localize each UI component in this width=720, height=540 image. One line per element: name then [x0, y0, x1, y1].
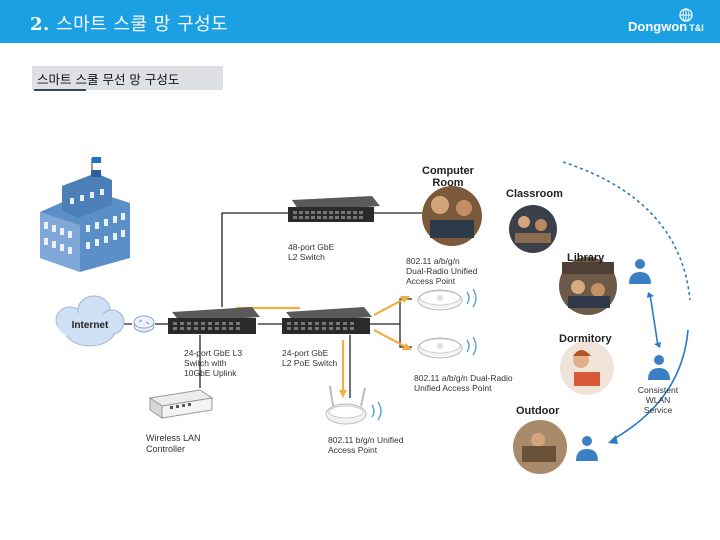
dormitory-photo: [560, 341, 614, 395]
wlan-link-arrowhead-top: [647, 292, 654, 298]
flow-arrow-line-poe-ap-mid: [373, 329, 409, 349]
switch-48port-icon: [288, 196, 380, 222]
wlan-ring-arc-top: [562, 161, 691, 301]
ap-bottom-label-line1: 802.11 b/g/n Unified: [328, 435, 404, 445]
ap-top-label-line2: Dual-Radio Unified: [406, 266, 478, 276]
switch-l3-label-line1: 24-port GbE L3: [184, 348, 242, 358]
switch-l3-label-line2: Switch with: [184, 358, 227, 368]
link-poe-to-ap-top: [370, 298, 412, 325]
switch-24port-poe-icon: [282, 307, 372, 334]
wlan-service-label-line3: Service: [644, 405, 673, 415]
outdoor-label: Outdoor: [516, 405, 560, 417]
switch-48port-label-line2: L2 Switch: [288, 252, 325, 262]
logo-sub: T&I: [689, 23, 704, 33]
flow-arrow-line-poe-ap-top: [373, 297, 407, 316]
wlan-ring-arc-bottom: [611, 329, 689, 441]
internet-cloud-icon: [55, 295, 125, 347]
wlc-label-line1: Wireless LAN: [146, 433, 201, 443]
user-icon-outdoor: [576, 436, 598, 461]
ap-mid-label-line1: 802.11 a/b/g/n Dual-Radio: [414, 373, 513, 383]
access-point-mid-icon: [417, 336, 477, 359]
wlan-service-label-line1: Consistent: [638, 385, 679, 395]
ap-top-label-line1: 802.11 a/b/g/n: [406, 256, 460, 266]
section-subtitle-box: [32, 66, 223, 90]
section-subtitle: 스마트 스쿨 무선 망 구성도: [37, 72, 180, 87]
switch-poe-label-line2: L2 PoE Switch: [282, 358, 338, 368]
internet-label: Internet: [72, 320, 109, 331]
ap-mid-label-line2: Unified Access Point: [414, 383, 492, 393]
logo-main: Dongwon: [628, 19, 688, 34]
user-icon-wlan: [648, 355, 670, 380]
wlan-link-library: [649, 293, 659, 347]
router-icon: [133, 315, 155, 333]
user-icons: [576, 259, 670, 461]
flow-arrow-head-mid: [402, 343, 412, 350]
globe-logo-icon: [679, 8, 693, 22]
wlan-service-label-line2: WLAN: [646, 395, 671, 405]
access-point-bottom-icon: [325, 385, 382, 425]
dormitory-label: Dormitory: [559, 333, 612, 345]
switch-48port-label-line1: 48-port GbE: [288, 242, 335, 252]
header-bar: [0, 0, 720, 43]
page-title-number: 2.: [30, 14, 50, 35]
flow-arrow-head-bottom: [339, 390, 347, 398]
page-title-text: 스마트 스쿨 망 구성도: [56, 14, 229, 35]
wlan-link-arrowhead-bottom: [654, 342, 661, 348]
user-icon-library: [629, 259, 651, 284]
switch-l3-label-line3: 10GbE Uplink: [184, 368, 237, 378]
outdoor-photo: [513, 420, 567, 474]
computer-room-photo: [422, 186, 482, 246]
access-point-top-icon: [417, 288, 477, 311]
network-links: [108, 212, 425, 398]
wlc-label-line2: Controller: [146, 444, 185, 454]
classroom-label: Classroom: [506, 188, 563, 200]
wlan-ring-arrowhead-bottom: [608, 435, 618, 444]
ap-top-label-line3: Access Point: [406, 276, 456, 286]
wlan-controller-icon: [148, 389, 214, 419]
page-title: 2. 스마트 스쿨 망 구성도: [30, 10, 228, 36]
flow-arrow-head-top: [400, 296, 410, 303]
classroom-photo: [509, 205, 557, 253]
computer-room-label-line1: Computer: [422, 165, 475, 177]
subtitle-underline: [34, 89, 86, 91]
library-label: Library: [567, 252, 605, 264]
computer-room-label-line2: Room: [432, 177, 463, 189]
library-photo: [559, 257, 617, 315]
ap-bottom-label-line2: Access Point: [328, 445, 378, 455]
switch-poe-label-line1: 24-port GbE: [282, 348, 329, 358]
link-l3-to-48port: [221, 212, 288, 307]
school-building-icon: [40, 157, 130, 272]
switch-24port-l3-icon: [168, 307, 260, 334]
wlan-service-arrows: [562, 161, 691, 444]
